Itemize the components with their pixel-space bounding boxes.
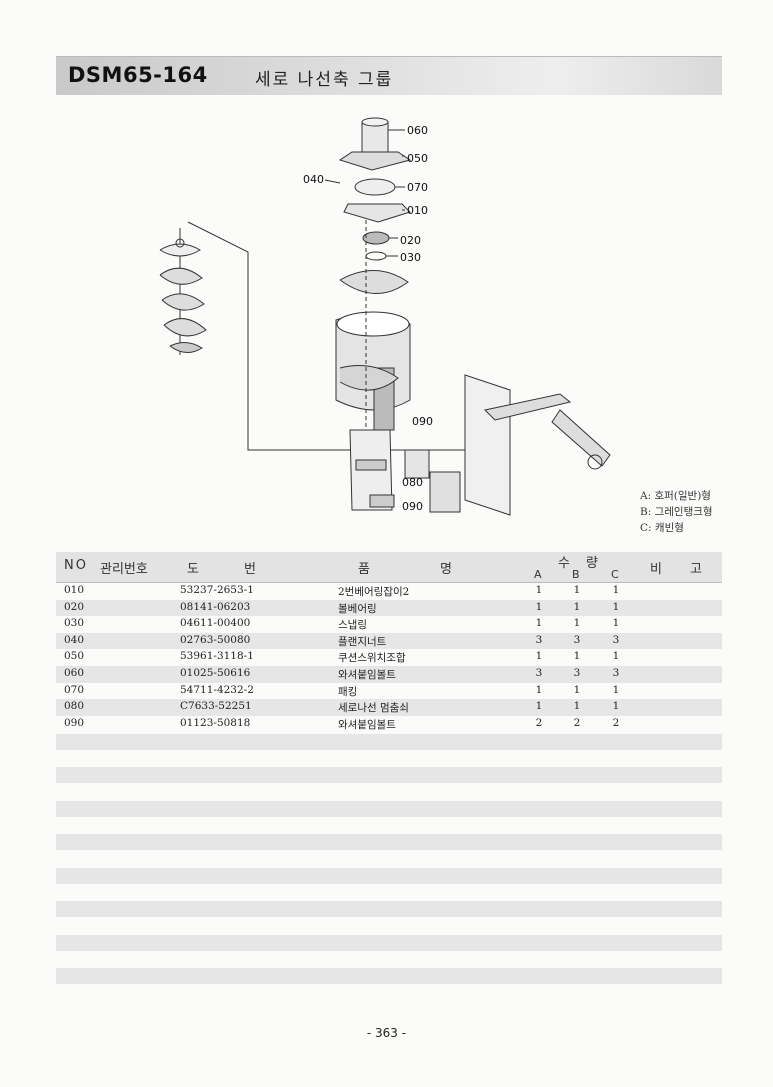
table-header: NO 관리번호 도 번 품 명 수 량 A B C 비 고 [56,552,722,583]
empty-row-band [56,734,722,750]
empty-row-band [56,834,722,850]
header-do: 도 [187,562,199,577]
exploded-parts-diagram: 060 050 040 070 010 020 030 090 080 090 [159,117,611,516]
header-c: C [611,568,619,581]
callout-090-bottom: 090 [402,500,423,513]
header-mgmt: 관리번호 [100,562,148,577]
callout-020: 020 [400,234,421,247]
legend-item-b: B: 그레인탱크형 [640,506,713,518]
empty-row-band [56,801,722,817]
group-name: 세로 나선축 그룹 [255,70,394,90]
callout-080: 080 [402,476,423,489]
empty-row-band [56,767,722,783]
group-code: DSM65-164 [68,63,208,87]
legend-item-c: C: 캐빈형 [640,522,684,534]
empty-row-band [56,868,722,884]
callout-050: 050 [407,152,428,165]
header-ryang: 량 [586,556,598,571]
title-bar: DSM65-164 세로 나선축 그룹 [56,56,722,95]
header-beon: 번 [244,562,256,577]
header-bi: 비 [650,562,662,577]
empty-row-band [56,968,722,984]
header-a: A [534,568,542,581]
empty-row-band [56,901,722,917]
variant-legend: A: 호퍼(일반)형 B: 그레인탱크형 C: 캐빈형 [640,488,713,536]
auger-illustration [159,221,500,451]
callout-010: 010 [407,204,428,217]
callout-090-top: 090 [412,415,433,428]
header-go: 고 [690,562,702,577]
frame-bracket [404,374,611,516]
empty-row-band [56,935,722,951]
callout-040: 040 [303,173,324,186]
header-myeong: 명 [440,562,452,577]
header-no: NO [64,558,88,573]
callout-070: 070 [407,181,428,194]
header-b: B [572,568,580,581]
header-pum: 품 [358,562,370,577]
legend-item-a: A: 호퍼(일반)형 [640,490,711,502]
callout-030: 030 [400,251,421,264]
page-number: - 363 - [366,1026,407,1040]
bearing-stack [335,117,412,511]
header-su: 수 [558,556,570,571]
callout-060: 060 [407,124,428,137]
